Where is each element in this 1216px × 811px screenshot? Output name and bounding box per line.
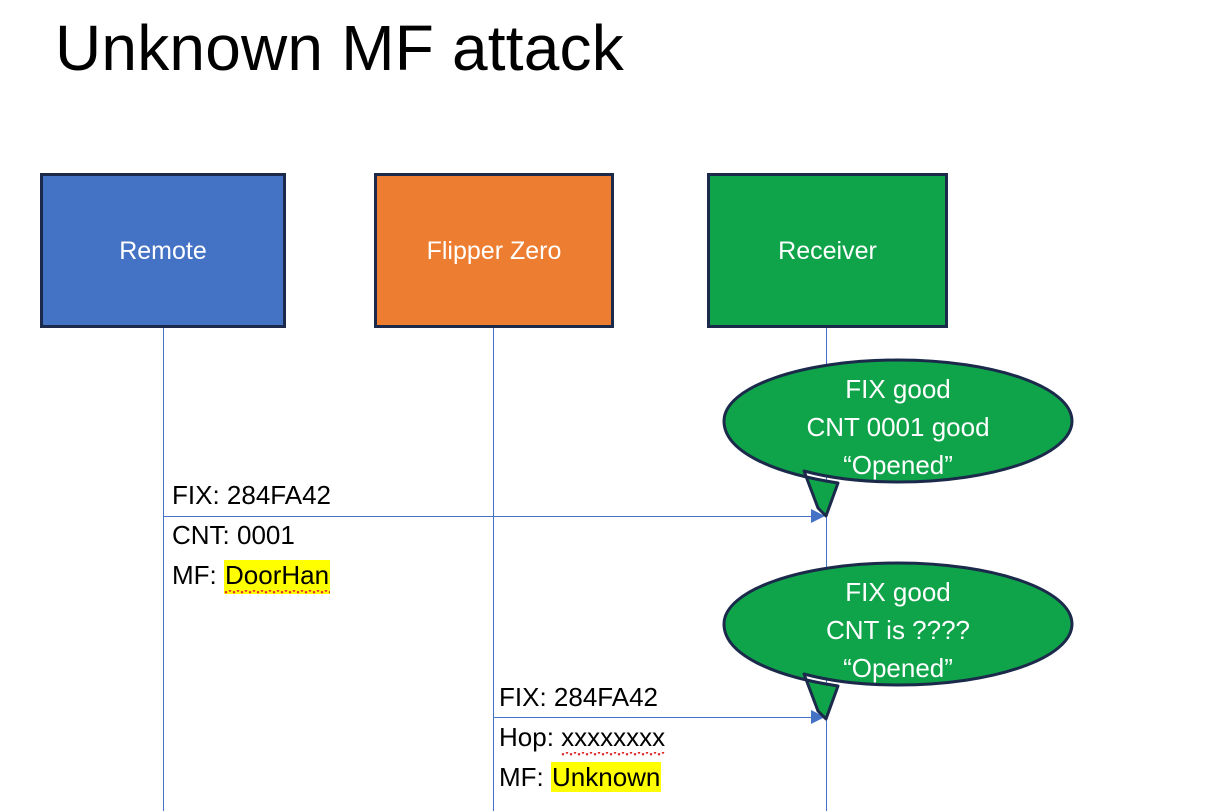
message-1-cnt-key: CNT:	[172, 520, 237, 550]
message-label-1-line-2: CNT: 0001	[172, 515, 331, 555]
speech-balloon-2-line-2: CNT is ????	[825, 615, 971, 645]
actor-label-remote: Remote	[119, 236, 207, 265]
message-2-mf-key: MF:	[499, 762, 551, 792]
actor-label-receiver: Receiver	[778, 236, 877, 265]
page-title: Unknown MF attack	[55, 12, 624, 84]
message-arrow-line-2	[493, 717, 813, 718]
speech-balloon-2-text: FIX good CNT is ???? “Opened”	[722, 573, 1074, 687]
message-1-mf-key: MF:	[172, 560, 224, 590]
actor-label-flipper-zero: Flipper Zero	[426, 236, 562, 265]
message-arrow-line-1	[163, 516, 813, 517]
actor-box-remote[interactable]: Remote	[40, 173, 286, 328]
message-label-2: FIX: 284FA42 Hop: xxxxxxxx MF: Unknown	[499, 677, 666, 797]
speech-balloon-1[interactable]: FIX good CNT 0001 good “Opened”	[722, 358, 1074, 523]
message-label-1-line-3: MF: DoorHan	[172, 555, 331, 595]
speech-balloon-1-line-1: FIX good	[845, 374, 951, 404]
message-label-2-line-2: Hop: xxxxxxxx	[499, 717, 666, 757]
message-label-1: FIX: 284FA42 CNT: 0001 MF: DoorHan	[172, 475, 331, 595]
speech-balloon-1-text: FIX good CNT 0001 good “Opened”	[722, 370, 1074, 484]
message-2-fix-key: FIX:	[499, 682, 554, 712]
message-2-fix-value: 284FA42	[553, 682, 658, 712]
message-label-1-line-1: FIX: 284FA42	[172, 475, 331, 515]
message-1-cnt-value: 0001	[237, 520, 295, 550]
lifeline-flipper-zero	[493, 328, 494, 811]
speech-balloon-2-line-3: “Opened”	[843, 653, 953, 683]
speech-balloon-shape-1	[722, 358, 1074, 518]
speech-balloon-1-line-2: CNT 0001 good	[806, 412, 990, 442]
speech-balloon-2[interactable]: FIX good CNT is ???? “Opened”	[722, 561, 1074, 726]
lifeline-remote	[163, 328, 164, 811]
message-1-fix-value: 284FA42	[226, 480, 331, 510]
speech-balloon-shape-2	[722, 561, 1074, 721]
actor-box-receiver[interactable]: Receiver	[707, 173, 948, 328]
message-2-hop-key: Hop:	[499, 722, 562, 752]
actor-box-flipper-zero[interactable]: Flipper Zero	[374, 173, 614, 328]
message-1-fix-key: FIX:	[172, 480, 227, 510]
message-2-mf-value: Unknown	[551, 762, 662, 792]
speech-balloon-1-line-3: “Opened”	[843, 450, 953, 480]
message-1-mf-value: DoorHan	[224, 560, 330, 594]
message-label-2-line-3: MF: Unknown	[499, 757, 665, 797]
message-label-2-line-1: FIX: 284FA42	[499, 677, 665, 717]
speech-balloon-2-line-1: FIX good	[845, 577, 951, 607]
message-2-hop-value: xxxxxxxx	[561, 722, 666, 756]
